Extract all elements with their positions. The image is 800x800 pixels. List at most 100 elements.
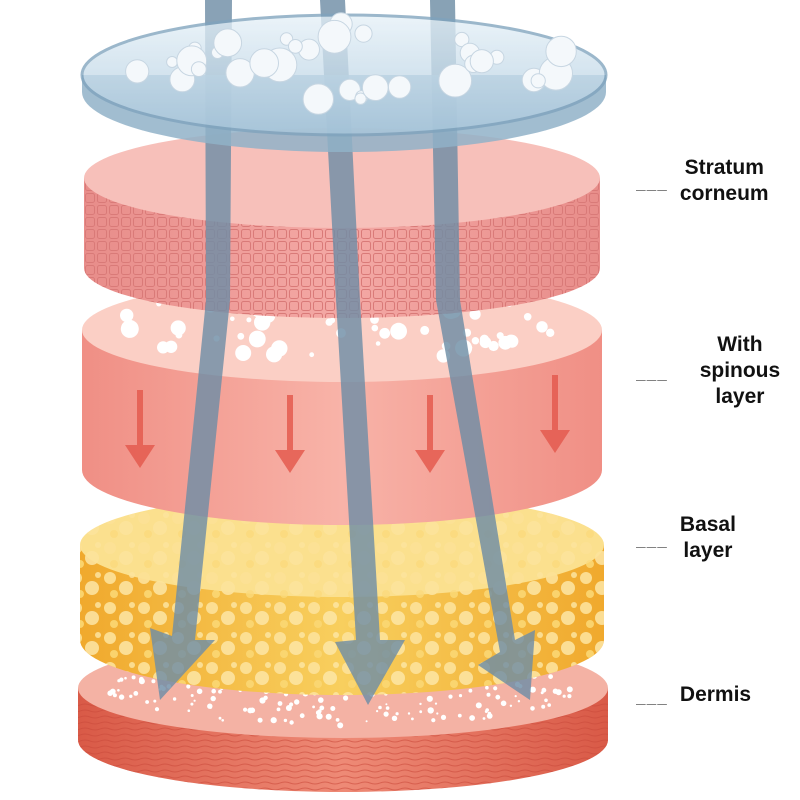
bubble: [514, 695, 517, 698]
bubble: [530, 73, 546, 89]
bubble: [471, 337, 480, 345]
bubble: [259, 697, 266, 704]
bubble: [213, 28, 243, 58]
bubble: [316, 713, 323, 720]
bubble: [555, 689, 562, 696]
bubble: [196, 688, 203, 695]
bubble: [329, 317, 336, 324]
bubble: [218, 689, 222, 694]
bubble: [246, 317, 252, 323]
bubble: [458, 694, 463, 698]
bubble: [529, 686, 536, 693]
label-line: Dermis: [679, 683, 752, 706]
bubble: [312, 705, 315, 709]
penetration-arrow-right: [430, 0, 535, 700]
bubble: [124, 676, 127, 680]
bubble: [545, 35, 577, 68]
bubble: [567, 694, 572, 699]
bubble: [218, 716, 222, 720]
bubble: [496, 332, 504, 340]
bubble: [109, 688, 116, 695]
bubble: [540, 691, 544, 695]
bubble: [419, 702, 422, 706]
bubble: [493, 686, 498, 691]
bubble: [285, 705, 292, 711]
bubble: [210, 695, 216, 702]
label-spinous-layer: ___ With spinous layer: [636, 332, 800, 410]
bubble: [271, 340, 288, 357]
bubble: [457, 713, 462, 718]
bubble: [318, 697, 324, 703]
bubble: [427, 707, 434, 714]
bubble: [434, 702, 438, 705]
bubble: [230, 316, 235, 322]
bubble: [376, 710, 379, 713]
bubble: [325, 713, 332, 720]
bubble: [546, 328, 555, 337]
bubble: [395, 712, 399, 716]
bubble: [157, 341, 170, 354]
leader-line: ___: [636, 685, 668, 705]
bubble: [468, 688, 473, 693]
bubble: [154, 707, 160, 712]
label-basal-layer: ___ Basal layer: [636, 512, 800, 564]
bubble: [338, 78, 361, 102]
bubble: [138, 678, 145, 685]
bubble: [302, 83, 334, 115]
bubble: [548, 674, 553, 679]
bubble: [420, 325, 430, 335]
diffusion-arrows: [125, 375, 570, 473]
bubble: [469, 715, 475, 721]
bubble: [190, 694, 194, 697]
bubble: [118, 694, 125, 700]
bubble: [438, 63, 473, 98]
glass-disc: [80, 12, 608, 152]
bubble: [131, 675, 136, 680]
bubble: [354, 24, 373, 43]
bubble: [547, 703, 551, 707]
penetration-arrow-left: [150, 0, 232, 700]
bubble: [335, 718, 340, 722]
bubble: [536, 321, 548, 333]
bubble: [151, 679, 156, 684]
bubble: [330, 706, 336, 711]
label-line: With: [717, 333, 763, 356]
bubble: [170, 320, 186, 336]
bubble: [485, 685, 489, 690]
bubble: [317, 19, 352, 54]
bubble: [487, 711, 492, 716]
bubble: [385, 706, 390, 710]
bubble: [523, 313, 532, 321]
bubble: [120, 319, 139, 338]
bubble: [485, 708, 490, 712]
bubble: [186, 684, 191, 689]
bubble: [145, 700, 150, 704]
bubble: [276, 707, 281, 712]
label-dermis: ___ Dermis: [636, 682, 800, 708]
bubble: [283, 718, 288, 723]
bubble: [530, 706, 535, 711]
leader-line: ___: [636, 171, 668, 191]
bubble: [378, 705, 382, 710]
bubble: [317, 709, 322, 714]
bubble: [120, 308, 134, 323]
diffusion-arrow: [540, 375, 570, 453]
bubble: [383, 711, 389, 717]
bubble: [391, 715, 398, 721]
bubble: [299, 713, 305, 719]
bubble: [237, 332, 245, 340]
bubble: [288, 39, 303, 54]
penetration-arrows: [150, 0, 535, 705]
leader-line: ___: [636, 361, 668, 381]
bubble: [468, 345, 473, 350]
label-line: Basal: [679, 513, 736, 536]
bubble: [379, 327, 391, 339]
label-line: layer: [683, 539, 733, 562]
diffusion-arrow: [415, 395, 445, 473]
bubble: [319, 705, 325, 711]
bubble: [375, 341, 381, 346]
bubble: [343, 695, 349, 701]
bubble: [479, 334, 489, 344]
bubble: [517, 700, 521, 703]
bubble: [387, 75, 412, 99]
